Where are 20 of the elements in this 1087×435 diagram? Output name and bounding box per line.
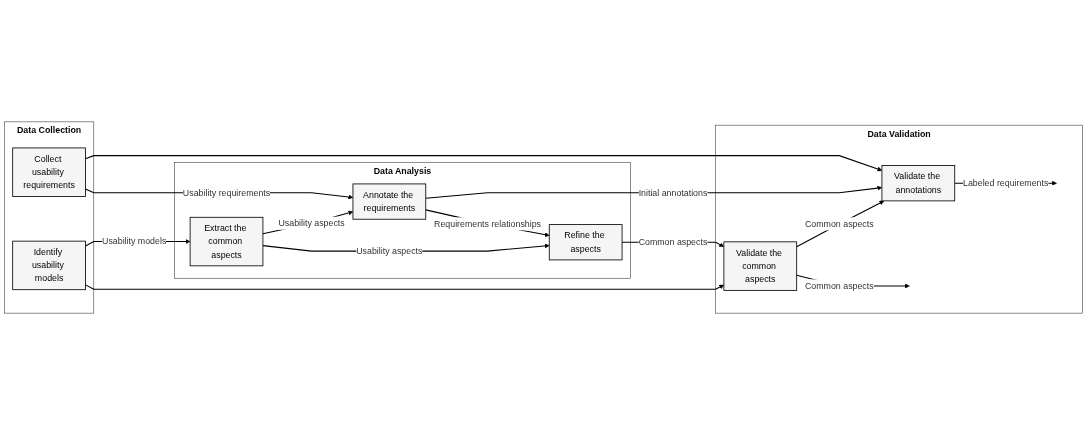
edge-label: Common aspects [804, 281, 874, 291]
edge-label: Usability aspects [356, 246, 423, 256]
node-box: Refine the aspects [548, 224, 623, 261]
node-box: Collect usability requirements [12, 147, 86, 197]
arrow [84, 284, 725, 290]
edge-label: Requirements relationships [434, 218, 541, 229]
arrow [796, 200, 885, 248]
edge-label: Common aspects [638, 237, 708, 247]
node-box: Validate the common aspects [723, 241, 798, 291]
edge-label: Labeled requirements [963, 178, 1049, 188]
edge-label: Usability aspects [278, 218, 345, 228]
node-box: Validate the annotations [881, 165, 956, 202]
edge-label: Usability models [102, 236, 167, 246]
edge-label: Usability requirements [182, 187, 271, 198]
node-box: Identify usability models [12, 240, 86, 291]
edge-label: Initial annotations [638, 187, 708, 198]
node-box: Annotate the requirements [352, 183, 427, 220]
arrow [84, 155, 883, 172]
edge-label: Common aspects [804, 218, 874, 229]
node-box: Extract the common aspects [189, 216, 264, 267]
